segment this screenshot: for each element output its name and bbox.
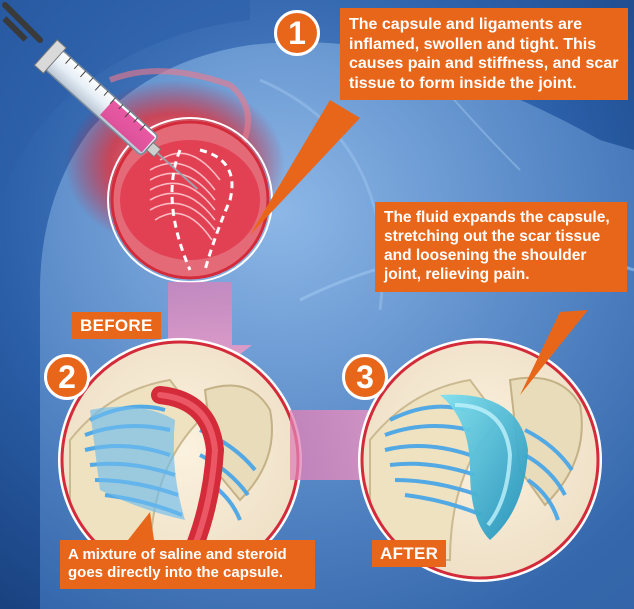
joint-closeup-3 — [358, 338, 602, 582]
pointer-step1 — [250, 100, 360, 235]
step-3-badge: 3 — [342, 354, 388, 400]
after-label: AFTER — [372, 540, 447, 567]
pointer-step2 — [128, 512, 154, 540]
syringe-icon — [2, 2, 199, 190]
callout-step-1: The capsule and ligaments are inflamed, … — [340, 8, 628, 101]
before-label: BEFORE — [72, 312, 161, 339]
pointer-step3 — [520, 310, 588, 395]
joint-closeup-2 — [58, 338, 302, 582]
step-2-badge: 2 — [44, 354, 90, 400]
callout-step-3: The fluid expands the capsule, stretchin… — [375, 202, 627, 292]
callout-step-2: A mixture of saline and steroid goes dir… — [60, 540, 315, 589]
step-1-badge: 1 — [274, 10, 320, 56]
